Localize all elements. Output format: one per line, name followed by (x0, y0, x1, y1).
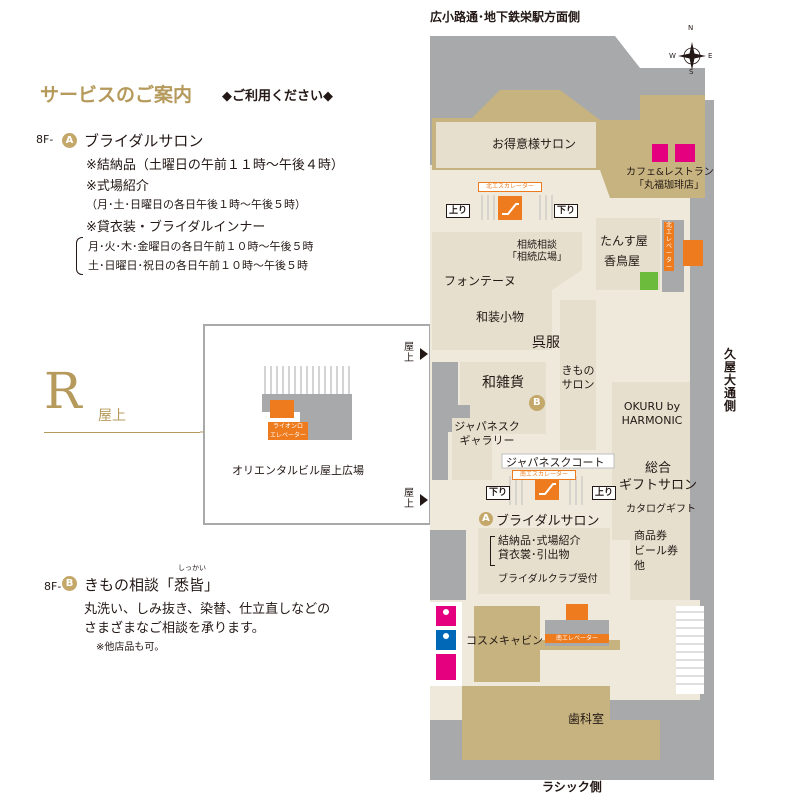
services-title: サービスのご案内 (40, 84, 193, 106)
east-stairs (676, 606, 704, 694)
services-subtitle: ◆ご利用ください◆ (222, 89, 333, 104)
accessible-toilet-icon (640, 272, 658, 290)
south-escalator-icon (535, 476, 559, 500)
rooftop-letter: R (44, 362, 82, 420)
rooftop-elevator-label: ライオンロ エレベーター (268, 422, 308, 440)
japanesque-court-label: ジャパネスクコート (506, 456, 605, 469)
compass-w: W (669, 52, 676, 60)
cosme-label: コスメキャビン (466, 634, 543, 647)
south-elevator-label: 南エレベーター (545, 634, 609, 643)
road-north-label: 広小路通･地下鉄栄駅方面側 (430, 10, 581, 24)
map-badge-b-icon (529, 395, 545, 411)
tansu-label: たんす屋 (600, 234, 648, 248)
compass-n: N (688, 24, 694, 32)
service-a-line-4: ※貸衣装・ブライダルインナー (86, 220, 266, 235)
dental-block (462, 686, 660, 760)
bridal-block (478, 528, 610, 594)
compass-icon (678, 42, 706, 70)
rooftop-plaza-label: オリエンタルビル屋上広場 (232, 464, 364, 477)
service-a-hours-bracket (76, 237, 83, 275)
service-b-note: ※他店品も可。 (96, 642, 165, 653)
north-elevator-icon (683, 240, 703, 266)
gift-label: 総合 ギフトサロン (618, 461, 697, 493)
fontaine-block (432, 232, 582, 350)
rooftop-exit-arrow-bottom (420, 494, 428, 506)
compass-s: S (689, 68, 694, 76)
road-east-label: 久屋大通側 (724, 347, 737, 413)
rooftop-stairs (262, 366, 352, 394)
map-badge-a-icon (479, 512, 493, 526)
north-escalator-label: 北エスカレーター (478, 182, 542, 192)
cafe-label: カフェ&レストラン 「丸福珈琲店」 (626, 167, 714, 191)
south-escalator-up: 上り (592, 486, 616, 500)
soudan-label: 相続相談 「相続広場」 (507, 240, 567, 263)
north-escalator-icon (498, 196, 522, 220)
gallery-block (452, 418, 492, 480)
mens-restroom-icon (436, 630, 456, 650)
service-a-line-3: （月･土･日曜日の各日午後１時〜午後５時） (86, 198, 306, 211)
rooftop-exit-arrow-top (420, 348, 428, 360)
catalog-gift-label: カタログギフト (626, 504, 696, 515)
north-elevator-label: 北エレベーター (664, 222, 674, 271)
service-a-line-2: ※式場紹介 (86, 179, 149, 194)
service-a-hours-1: 月･火･木･金曜日の各日午前１０時〜午後５時 (88, 240, 314, 253)
road-south-label: ラシック側 (542, 780, 602, 794)
dental-label: 歯科室 (568, 712, 605, 726)
service-b-floor: 8F- (44, 580, 62, 593)
service-a-badge: A (62, 133, 77, 148)
service-a-line-1: ※結納品（土曜日の午前１１時〜午後４時） (86, 158, 344, 173)
gift-block (612, 382, 690, 600)
cafe-icon (675, 144, 695, 162)
vip-salon-room (436, 122, 596, 168)
south-escalator-label: 南エスカレーター (512, 470, 576, 480)
wasou-label: 和装小物 (476, 310, 525, 324)
womens-restroom-icon (436, 606, 456, 626)
compass-e: E (708, 52, 713, 60)
south-escalator-steps (509, 476, 583, 505)
kimono-salon-block (560, 300, 596, 450)
okuru-label: OKURU by HARMONIC (621, 400, 683, 427)
north-escalator-up: 上り (446, 204, 470, 218)
koutori-label: 香鳥屋 (604, 254, 641, 268)
multipurpose-restroom-icon (436, 654, 456, 680)
fontaine-label: フォンテーヌ (444, 274, 517, 288)
japanesque-gallery-label: ジャパネスク ギャラリー (454, 420, 520, 447)
service-b-line-2: さまざまなご相談を承ります。 (84, 621, 265, 636)
bridal-label: ブライダルサロン (496, 514, 600, 529)
bridal-club-label: ブライダルクラブ受付 (498, 574, 598, 585)
rooftop-divider (44, 432, 200, 433)
vip-salon-label: お得意様サロン (492, 137, 577, 151)
gofuku-label: 呉服 (532, 335, 560, 351)
rooftop-elevator-icon (270, 400, 294, 418)
north-escalator-steps (481, 195, 553, 220)
bridal-services-label: 結納品･式場紹介 貸衣裳･引出物 (498, 534, 581, 561)
service-b-badge: B (62, 576, 77, 591)
map-badge-a: A (482, 513, 490, 524)
wazakka-label: 和雑貨 (482, 375, 524, 391)
south-elevator-icon (566, 604, 588, 620)
bridal-bracket (490, 536, 495, 566)
rooftop-label: 屋上 (98, 408, 126, 424)
rooftop-exit-bottom-label: 屋上 (404, 488, 414, 510)
gift-cards-label: 商品券 ビール券 他 (634, 529, 678, 572)
service-b-line-1: 丸洗い、しみ抜き、染替、仕立直しなどの (84, 602, 331, 617)
service-b-name: きもの相談「悉皆」 (84, 576, 220, 594)
restaurant-icon (652, 144, 668, 162)
service-a-floor: 8F- (36, 133, 54, 146)
service-a-hours-2: 土･日曜日･祝日の各日午前１０時〜午後５時 (88, 259, 308, 272)
japanesque-court-area (501, 453, 615, 469)
north-escalator-down: 下り (554, 204, 578, 218)
kimono-salon-label: きもの サロン (561, 364, 595, 391)
south-escalator-down: 下り (486, 486, 510, 500)
map-badge-b: B (533, 397, 541, 408)
service-a-name: ブライダルサロン (84, 132, 204, 150)
service-b-ruby: しっかい (178, 564, 206, 572)
rooftop-exit-top-label: 屋上 (404, 342, 414, 364)
